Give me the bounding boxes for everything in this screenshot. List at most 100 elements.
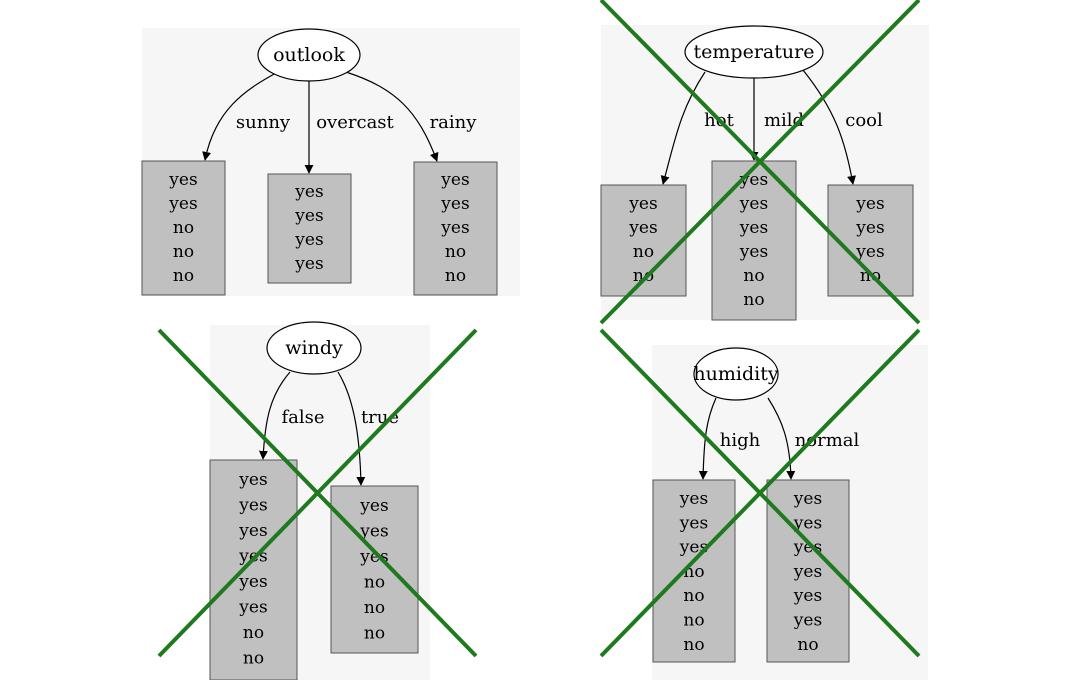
leaf-value-yes: yes (168, 170, 197, 190)
rejection-cross-stroke-2 (599, 328, 921, 658)
tree-humidity: humidityhighyesyesyesnononononormalyesye… (599, 328, 928, 680)
leaf-value-yes: yes (294, 182, 323, 202)
edge-label-overcast: overcast (316, 112, 394, 133)
leaf-box (652, 479, 736, 663)
leaf-value-no: no (633, 266, 654, 286)
leaf-box (267, 173, 352, 284)
leaf-value-yes: yes (628, 194, 657, 214)
tree-windy: windyfalseyesyesyesyesyesyesnonotrueyesy… (157, 321, 478, 680)
leaf-value-no: no (683, 562, 704, 582)
leaf-value-yes: yes (739, 242, 768, 262)
leaf-value-no: no (243, 623, 264, 643)
leaf-value-yes: yes (294, 206, 323, 226)
leaf-value-yes: yes (679, 489, 708, 509)
leaf-value-no: no (633, 242, 654, 262)
edge-arrow-normal (767, 397, 796, 480)
leaf-value-yes: yes (359, 547, 388, 567)
leaf-value-yes: yes (628, 218, 657, 238)
leaf-value-yes: yes (679, 513, 708, 533)
leaf-value-yes: yes (359, 496, 388, 516)
leaf-value-no: no (445, 242, 466, 262)
leaf-value-yes: yes (739, 194, 768, 214)
leaf-true: yes yes yes no no no (330, 485, 419, 654)
edge-label-true: true (361, 407, 399, 428)
edge-label-rainy: rainy (430, 112, 478, 133)
leaf-value-no: no (173, 266, 194, 286)
leaf-value-no: no (243, 649, 264, 669)
leaf-value-no: no (683, 635, 704, 655)
leaf-value-yes: yes (440, 170, 469, 190)
leaf-value-yes: yes (679, 538, 708, 558)
root-node (684, 25, 824, 79)
leaf-value-no: no (173, 218, 194, 238)
edge-arrow-cool (802, 69, 856, 185)
leaf-value-no: no (797, 635, 818, 655)
leaf-value-no: no (683, 611, 704, 631)
edge-label-high: high (720, 430, 761, 451)
leaf-value-yes: yes (793, 562, 822, 582)
tree-temperature: temperaturehotyesyesnonomildyesyesyesyes… (599, 0, 929, 325)
leaf-value-no: no (445, 266, 466, 286)
leaf-value-yes: yes (855, 194, 884, 214)
leaf-box (141, 160, 226, 296)
leaf-sunny: yes yes no no no (141, 160, 226, 296)
leaf-value-yes: yes (855, 242, 884, 262)
edge-arrow-hot (660, 71, 706, 185)
leaf-box (330, 485, 419, 654)
rejection-cross-stroke-2 (599, 0, 921, 325)
root-node-label: temperature (694, 41, 815, 63)
leaf-value-no: no (743, 290, 764, 310)
leaf-value-yes: yes (793, 538, 822, 558)
edge-arrow-high (698, 397, 717, 480)
leaf-value-no: no (173, 242, 194, 262)
leaf-value-no: no (683, 586, 704, 606)
leaf-value-yes: yes (359, 522, 388, 542)
leaf-high: yes yes yes no no no no (652, 479, 736, 663)
root-node-label: humidity (693, 363, 778, 385)
edge-label-cool: cool (845, 110, 883, 131)
leaf-value-yes: yes (238, 496, 267, 516)
leaf-value-yes: yes (793, 611, 822, 631)
leaf-rainy: yes yes yes no no (413, 161, 498, 296)
rejection-cross-stroke-2 (157, 328, 478, 658)
edge-arrow-sunny (202, 72, 277, 161)
root-node-label: windy (285, 337, 343, 359)
edge-label-sunny: sunny (236, 112, 291, 133)
leaf-value-yes: yes (238, 521, 267, 541)
leaf-value-no: no (743, 266, 764, 286)
edge-arrow-true (337, 371, 366, 486)
root-node (693, 347, 779, 401)
leaf-value-yes: yes (440, 194, 469, 214)
root-node (266, 321, 362, 375)
leaf-value-yes: yes (440, 218, 469, 238)
leaf-value-yes: yes (168, 194, 197, 214)
leaf-overcast: yes yes yes yes (267, 173, 352, 284)
leaf-box (209, 459, 298, 680)
leaf-value-yes: yes (294, 254, 323, 274)
leaf-value-yes: yes (855, 218, 884, 238)
leaf-value-yes: yes (793, 489, 822, 509)
root-node-label: outlook (273, 44, 345, 66)
tree-outlook: outlooksunnyyesyesnononoovercastyesyesye… (141, 28, 520, 296)
root-node (257, 28, 361, 82)
edge-label-false: false (281, 407, 324, 428)
leaf-value-yes: yes (238, 572, 267, 592)
leaf-value-yes: yes (238, 470, 267, 490)
leaf-value-yes: yes (793, 586, 822, 606)
leaf-value-no: no (364, 624, 385, 644)
leaf-false: yesyesyesyesyesyesnono (209, 459, 298, 680)
leaf-value-no: no (364, 573, 385, 593)
edge-label-normal: normal (795, 430, 860, 451)
leaf-box (413, 161, 498, 296)
leaf-value-yes: yes (793, 513, 822, 533)
leaf-value-no: no (364, 598, 385, 618)
leaf-value-yes: yes (739, 218, 768, 238)
leaf-box (827, 184, 914, 297)
leaf-value-yes: yes (294, 230, 323, 250)
edge-arrow-false (258, 371, 291, 460)
leaf-box (711, 160, 797, 321)
edge-arrow-rainy (345, 71, 439, 162)
